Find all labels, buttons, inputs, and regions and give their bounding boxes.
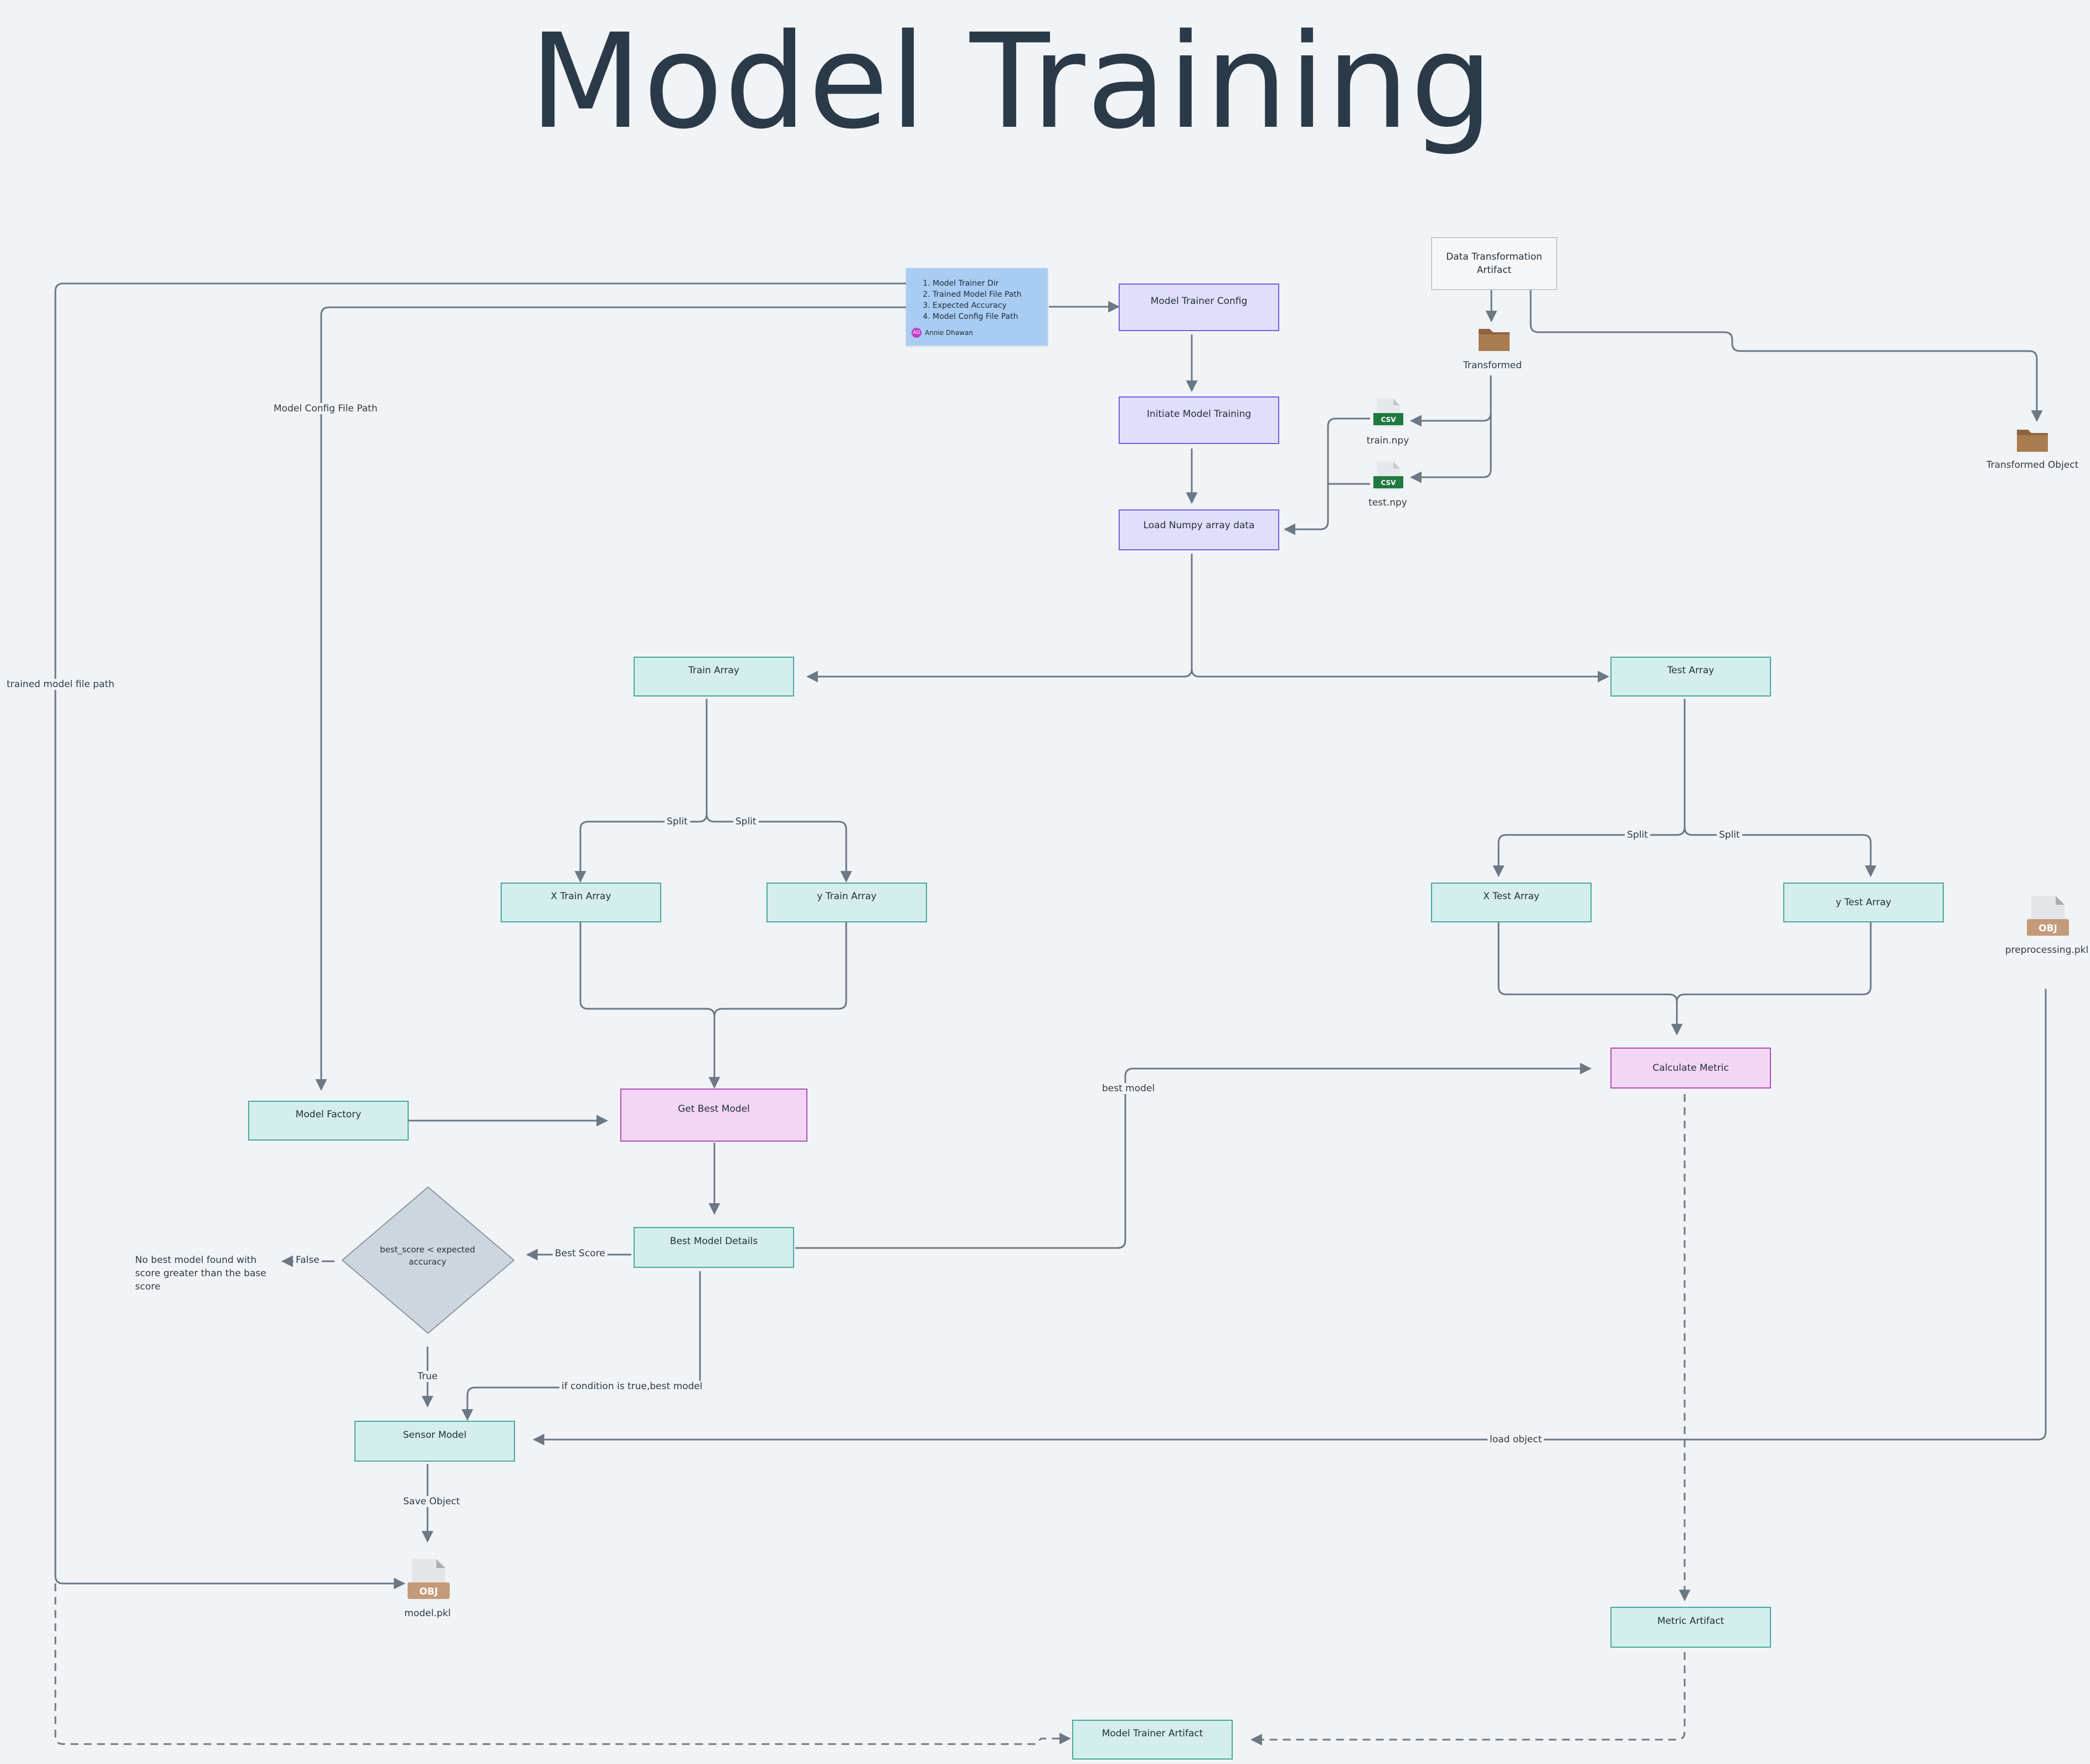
edge-model-config-path (315, 306, 906, 1091)
edge-label-best-model: best model (1100, 1083, 1157, 1094)
node-model-trainer-artifact[interactable]: Model Trainer Artifact (1072, 1720, 1233, 1760)
edge-left-to-trainer (54, 1584, 1072, 1745)
edge-load-object (532, 989, 2047, 1446)
folder-icon[interactable] (1478, 324, 1511, 352)
node-metric-artifact[interactable]: Metric Artifact (1610, 1607, 1771, 1648)
edge-label-true: True (415, 1371, 440, 1382)
edge-label-trained-model-file-path: trained model file path (4, 679, 117, 690)
node-model-trainer-config[interactable]: Model Trainer Config (1119, 283, 1279, 331)
node-y-test-array[interactable]: y Test Array (1783, 883, 1944, 922)
node-get-best-model[interactable]: Get Best Model (620, 1089, 807, 1142)
note-item: Model Trainer Dir (933, 278, 1039, 289)
node-model-factory[interactable]: Model Factory (248, 1101, 409, 1141)
node-load-numpy-array-data[interactable]: Load Numpy array data (1119, 509, 1279, 550)
decision-text: best_score < expected accuracy (380, 1245, 475, 1267)
file-label-preprocessing-pkl: preprocessing.pkl (2005, 945, 2089, 956)
node-calculate-metric[interactable]: Calculate Metric (1610, 1048, 1771, 1089)
decision-diamond[interactable] (341, 1186, 515, 1334)
edge-test-to-xtest (1492, 699, 1686, 878)
edge-label-split: Split (733, 816, 759, 827)
edge-label-split: Split (665, 816, 690, 827)
node-test-array[interactable]: Test Array (1610, 657, 1771, 697)
edge-ytest-to-calc (1676, 922, 1872, 1003)
note-item: Expected Accuracy (933, 300, 1039, 311)
edge-metric-to-trainer (1250, 1652, 1686, 1746)
file-label-model-pkl: model.pkl (404, 1608, 451, 1619)
node-data-transformation-artifact[interactable]: Data Transformation Artifact (1431, 237, 1557, 290)
edge-label-if-condition: if condition is true,best model (559, 1381, 705, 1392)
edge-details-to-calc (795, 1062, 1592, 1249)
edge-label-false: False (294, 1255, 322, 1266)
node-sensor-model[interactable]: Sensor Model (354, 1421, 515, 1462)
edge-xtest-to-calc (1497, 922, 1683, 1036)
node-initiate-model-training[interactable]: Initiate Model Training (1119, 396, 1279, 444)
page-title: Model Training (529, 6, 1495, 158)
node-y-train-array[interactable]: y Train Array (766, 883, 927, 922)
edge-transformed-to-train (1409, 375, 1492, 427)
edge-train-to-ytrain (706, 813, 852, 883)
obj-tag: OBJ (2038, 923, 2057, 934)
file-label-transformed: Transformed (1463, 360, 1522, 371)
edge-trained-model-path (54, 282, 906, 1590)
edge-train-to-load (1283, 417, 1370, 535)
csv-tag: CSV (1381, 479, 1397, 487)
node-x-test-array[interactable]: X Test Array (1431, 883, 1592, 922)
csv-tag: CSV (1381, 416, 1397, 424)
edge-label-load-object: load object (1487, 1434, 1545, 1445)
note-author: AD Annie Dhawan (912, 328, 1039, 338)
edge-xtrain-to-getbest (579, 922, 720, 1089)
avatar: AD (912, 328, 922, 338)
edge-label-save-object: Save Object (401, 1496, 462, 1507)
file-label-test-npy: test.npy (1368, 497, 1407, 508)
edge-load-to-train (806, 554, 1193, 683)
edge-train-to-xtrain (574, 699, 708, 883)
note-list: Model Trainer Dir Trained Model File Pat… (919, 278, 1039, 322)
file-label-train-npy: train.npy (1366, 435, 1409, 446)
obj-file-icon[interactable]: OBJ (2024, 895, 2071, 938)
node-x-train-array[interactable]: X Train Array (501, 883, 661, 922)
edge-transformed-to-test (1409, 410, 1492, 483)
obj-tag: OBJ (419, 1586, 438, 1597)
edge-label-split: Split (1717, 829, 1742, 840)
edge-label-best-score: Best Score (553, 1248, 608, 1259)
note-item: Model Config File Path (933, 311, 1039, 322)
obj-file-icon[interactable]: OBJ (404, 1558, 452, 1601)
note-author-name: Annie Dhawan (925, 329, 973, 337)
edge-label-split: Split (1625, 829, 1650, 840)
edge-load-to-test (1191, 668, 1610, 683)
csv-file-icon[interactable]: CSV (1371, 461, 1404, 492)
edge-ytrain-to-getbest (713, 922, 847, 1017)
no-best-model-text: No best model found with score greater t… (135, 1255, 266, 1292)
folder-icon[interactable] (2016, 425, 2049, 453)
file-label-transformed-object: Transformed Object (1986, 460, 2079, 471)
node-best-model-details[interactable]: Best Model Details (634, 1227, 794, 1268)
csv-file-icon[interactable]: CSV (1371, 398, 1404, 429)
note-item: Trained Model File Path (933, 289, 1039, 300)
edge-dta-to-transformed-object (1530, 290, 2043, 422)
sticky-note[interactable]: Model Trainer Dir Trained Model File Pat… (906, 268, 1048, 345)
node-train-array[interactable]: Train Array (634, 657, 794, 697)
edge-label-model-config-file-path: Model Config File Path (271, 403, 380, 414)
edge-test-to-ytest (1684, 827, 1877, 878)
